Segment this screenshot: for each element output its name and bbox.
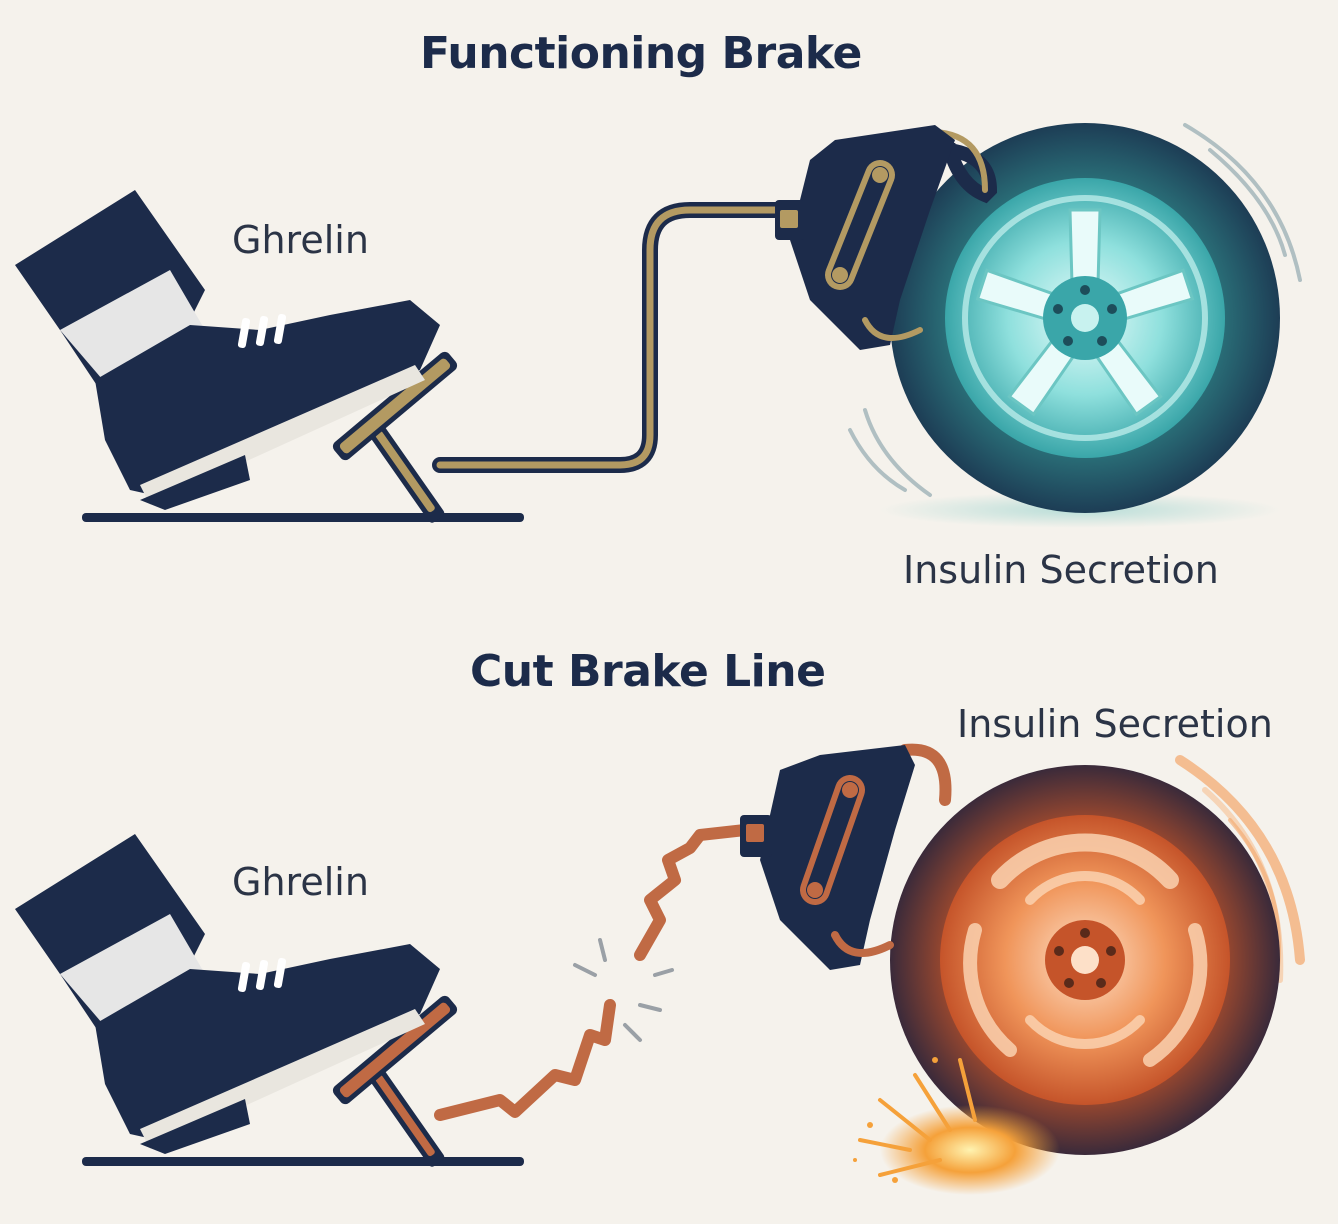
foot-on-pedal <box>15 190 440 510</box>
foot-on-pedal-cut <box>15 834 440 1154</box>
brake-pedal <box>332 351 458 523</box>
snap-marks <box>573 938 674 1042</box>
wheel-spinning <box>890 765 1280 1155</box>
brake-line <box>432 202 798 473</box>
title-cut-brake-line: Cut Brake Line <box>470 646 826 697</box>
wheel-functioning <box>890 123 1280 513</box>
motion-lines <box>848 123 1302 497</box>
brake-caliper <box>775 125 998 350</box>
cut-brake-line-panel <box>15 743 1305 1195</box>
detached-caliper <box>740 743 952 970</box>
ground-line <box>82 513 524 522</box>
label-insulin-secretion-top: Insulin Secretion <box>903 548 1219 592</box>
functioning-brake-panel <box>15 123 1302 528</box>
label-ghrelin-top: Ghrelin <box>232 218 369 262</box>
brake-pedal-cut <box>332 995 458 1167</box>
broken-brake-line <box>434 824 751 1121</box>
label-insulin-secretion-bottom: Insulin Secretion <box>957 702 1273 746</box>
ground-line <box>82 1157 524 1166</box>
title-functioning-brake: Functioning Brake <box>420 28 862 79</box>
label-ghrelin-bottom: Ghrelin <box>232 860 369 904</box>
sparks <box>853 1057 1060 1195</box>
